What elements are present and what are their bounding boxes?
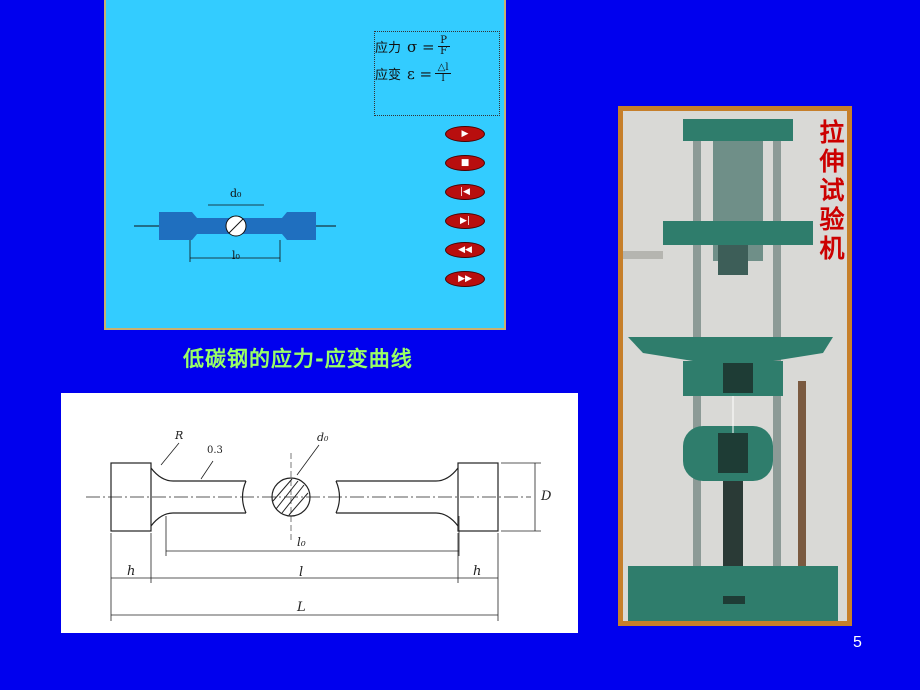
stop-button[interactable]: ■	[445, 155, 485, 171]
formula-box: 应力 σ = P F 应变 ε = △l l	[374, 31, 500, 116]
specimen-drawing: R 0.3 d₀ D l₀ h h l L	[61, 393, 578, 633]
step-forward-button[interactable]: ▶|	[445, 213, 485, 229]
head-diameter-label: D	[541, 489, 552, 504]
page-number: 5	[853, 634, 862, 651]
play-button[interactable]: ▶	[445, 126, 485, 142]
left-head-length-label: h	[127, 564, 136, 579]
strain-numerator: △l	[437, 62, 449, 73]
testing-machine-photo	[623, 111, 847, 621]
strain-label: 应变	[375, 68, 402, 83]
end-button[interactable]: ▶▶	[445, 271, 485, 287]
parallel-length-label: l	[299, 565, 304, 580]
stress-fraction: P F	[437, 35, 450, 57]
stress-numerator: P	[440, 35, 447, 46]
diameter-label: d₀	[230, 187, 242, 200]
radius-label: R	[175, 429, 184, 442]
stress-label: 应力	[375, 41, 402, 56]
right-head-length-label: h	[473, 564, 482, 579]
length-label: l₀	[232, 249, 240, 262]
gauge-length-label: l₀	[297, 535, 306, 549]
curve-caption: 低碳钢的应力-应变曲线	[183, 347, 413, 371]
strain-fraction: △l l	[435, 62, 452, 84]
strain-symbol: ε =	[407, 64, 433, 83]
specimen-diagram	[134, 204, 336, 262]
animation-panel: d₀ l₀	[104, 0, 506, 330]
step-back-button[interactable]: |◀	[445, 184, 485, 200]
strain-denominator: l	[441, 73, 445, 84]
photo-title: 拉伸试验机	[819, 118, 845, 263]
cross-diameter-label: d₀	[317, 431, 329, 444]
rewind-button[interactable]: ◀◀	[445, 242, 485, 258]
testing-machine-illustration	[623, 111, 847, 621]
drawing-svg	[86, 442, 541, 621]
total-length-label: L	[297, 600, 306, 615]
roughness-label: 0.3	[207, 445, 223, 456]
stress-symbol: σ =	[407, 37, 435, 56]
stress-denominator: F	[440, 46, 448, 57]
